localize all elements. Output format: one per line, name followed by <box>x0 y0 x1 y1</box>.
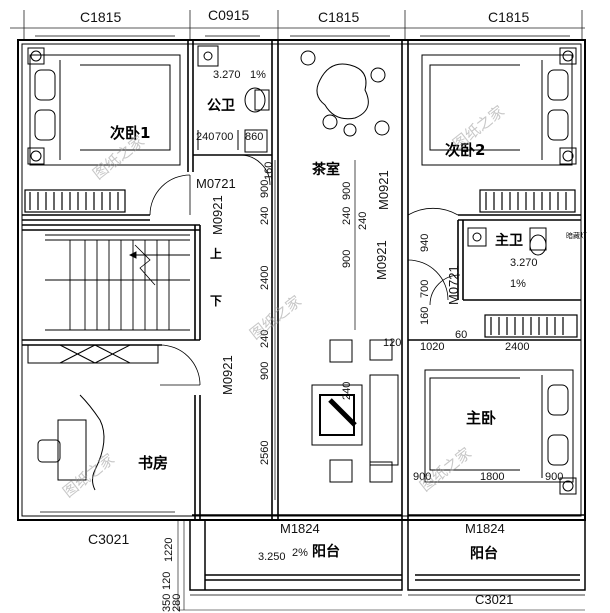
door-label-d4: M0921 <box>374 240 389 280</box>
top-dimension-line <box>10 10 585 40</box>
dim-e5: 1020 <box>420 341 444 353</box>
lounge-set <box>311 339 399 483</box>
bed-left <box>27 47 181 166</box>
dim-e2: 700 <box>419 280 431 298</box>
door-label-d5: M0921 <box>220 355 235 395</box>
dim-b3: 2400 <box>259 266 271 290</box>
room-balcony-left: 阳台 <box>312 543 340 560</box>
door-label-d6: M0721 <box>446 265 461 305</box>
dim-b5: 900 <box>259 362 271 380</box>
room-study: 书房 <box>138 454 168 472</box>
watermark-3: 图纸之家 <box>246 292 304 343</box>
balcony-walls <box>189 519 586 591</box>
balcony-railing <box>190 589 585 596</box>
dim-c3: 900 <box>341 250 353 268</box>
dim-a4: 160 <box>263 162 275 180</box>
study-desk <box>27 344 159 491</box>
level-wc1-slope: 1% <box>250 69 266 81</box>
wardrobe-master <box>484 314 578 338</box>
window-label-top4: C1815 <box>488 9 529 25</box>
dim-e3: 160 <box>419 307 431 325</box>
window-label-top1: C1815 <box>80 9 121 25</box>
stair-down: 下 <box>210 294 222 308</box>
dim-f5: 1220 <box>163 538 175 562</box>
dim-g3: 280 <box>171 594 183 612</box>
dim-a1: 240 <box>196 131 214 143</box>
dim-c4: 240 <box>357 212 369 230</box>
level-balcony-slope: 2% <box>292 547 308 559</box>
door-label-d3: M0921 <box>376 170 391 210</box>
dim-b1: 900 <box>259 180 271 198</box>
dim-e4: 60 <box>455 329 467 341</box>
dim-b6: 2560 <box>259 441 271 465</box>
door-label-d1: M0721 <box>196 176 236 191</box>
room-public-wc: 公卫 <box>207 98 235 114</box>
bed-master <box>424 369 577 495</box>
dim-g4: 240 <box>341 382 353 400</box>
dim-e1: 940 <box>419 234 431 252</box>
bed-right <box>421 47 577 166</box>
dim-e6: 2400 <box>505 341 529 353</box>
level-wc1: 3.270 <box>213 69 241 81</box>
dim-f3: 1800 <box>480 471 504 483</box>
windows-top <box>35 35 570 45</box>
window-label-top2: C0915 <box>208 7 249 23</box>
dim-b4: 240 <box>259 330 271 348</box>
window-label-bottom-left: C3021 <box>88 531 129 547</box>
door-label-d7: M1824 <box>280 521 320 536</box>
wc-fixtures-public <box>197 45 270 153</box>
room-balcony-right: 阳台 <box>470 545 498 562</box>
dim-g1: 120 <box>161 572 173 590</box>
lounge-hatch <box>328 398 357 427</box>
level-wc2-slope: 1% <box>510 278 526 290</box>
corridor-dim-lines <box>274 160 356 500</box>
dim-a2: 700 <box>215 131 233 143</box>
room-master-wc: 主卫 <box>495 232 523 249</box>
dim-a3: 860 <box>245 131 263 143</box>
room-bedroom1: 次卧1 <box>110 124 150 142</box>
room-tea: 茶室 <box>311 161 340 178</box>
stair-up: 上 <box>210 246 222 261</box>
door-label-d8: M1824 <box>465 521 505 536</box>
door-label-d2: M0921 <box>210 195 225 235</box>
dim-c1: 900 <box>341 182 353 200</box>
dim-g2: 350 <box>161 594 173 612</box>
windows-bottom <box>17 240 175 521</box>
wardrobe-left <box>24 189 126 213</box>
ceiling-note: 暗藏灯 <box>566 231 587 240</box>
level-balcony: 3.250 <box>258 551 286 563</box>
watermark-4: 图纸之家 <box>59 450 117 501</box>
dim-f1: 120 <box>383 337 401 349</box>
room-master-bed: 主卧 <box>466 409 496 427</box>
wardrobe-right <box>479 189 576 213</box>
room-bedroom2: 次卧2 <box>445 141 485 159</box>
dim-b2: 240 <box>259 207 271 225</box>
window-label-bottom-right: C3021 <box>475 592 513 607</box>
dim-f2: 900 <box>413 471 431 483</box>
wc-fixtures-master <box>467 227 547 256</box>
railing-hatch <box>177 520 585 611</box>
dim-f4: 900 <box>545 471 563 483</box>
window-label-top3: C1815 <box>318 9 359 25</box>
dim-c2: 240 <box>341 207 353 225</box>
door-swings <box>149 154 461 386</box>
stairs <box>45 234 190 331</box>
level-wc2: 3.270 <box>510 257 538 269</box>
tea-table <box>300 50 390 137</box>
